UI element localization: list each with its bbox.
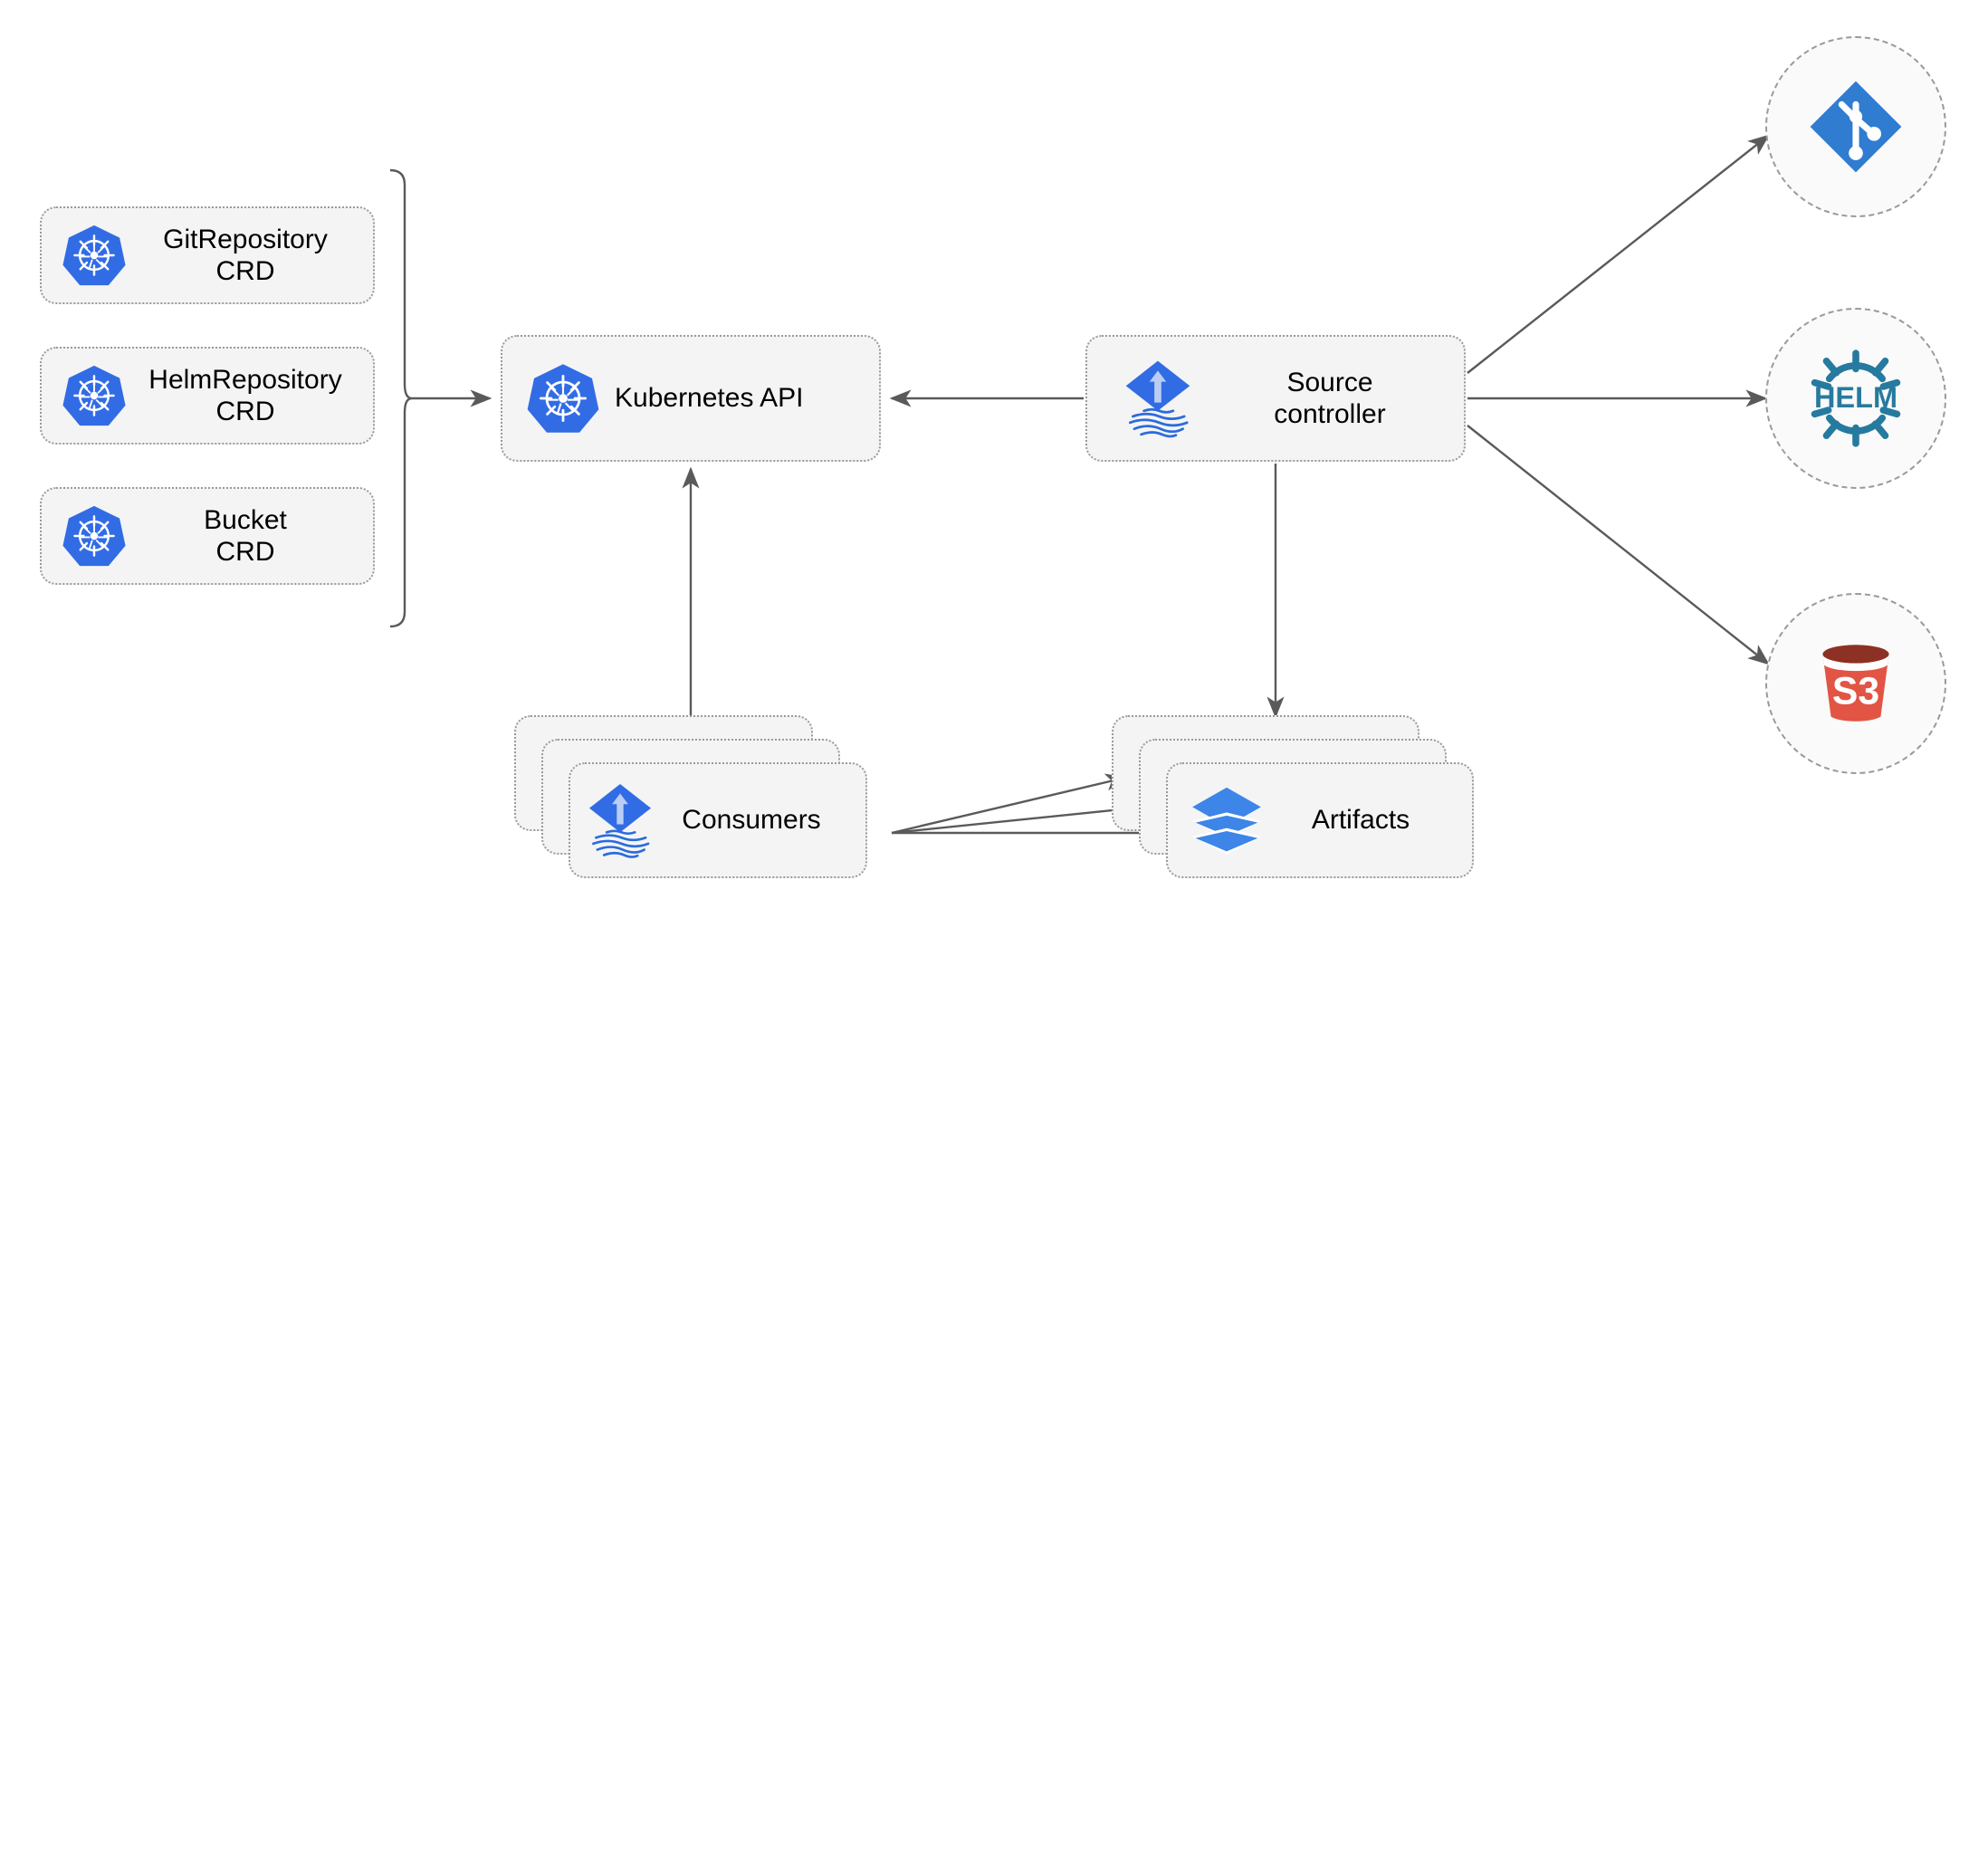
s3-bucket-icon: S3 <box>1801 628 1911 739</box>
crd-label: GitRepository CRD <box>163 224 328 286</box>
node-kubernetes-api[interactable]: Kubernetes API <box>501 335 881 462</box>
edge-source-controller-to-git <box>1467 134 1770 374</box>
node-artifacts[interactable]: Artifacts <box>1112 715 1483 878</box>
kubernetes-icon <box>62 363 127 428</box>
source-circle-s3[interactable]: S3 <box>1765 593 1946 774</box>
crd-label: HelmRepository CRD <box>148 364 342 426</box>
layers-icon <box>1188 781 1266 859</box>
crd-box-bucket[interactable]: Bucket CRD <box>40 487 375 585</box>
consumers-sheet-front[interactable]: Consumers <box>569 762 867 878</box>
artifacts-sheet-front[interactable]: Artifacts <box>1166 762 1474 878</box>
kubernetes-icon <box>526 361 600 435</box>
crd-label: Bucket CRD <box>204 504 287 567</box>
edge-consumers-to-artifacts-1 <box>891 773 1128 835</box>
node-consumers[interactable]: Consumers <box>514 715 876 878</box>
helm-label: HELM <box>1814 381 1897 414</box>
connector-layer <box>389 134 1770 842</box>
crd-box-helmrepository[interactable]: HelmRepository CRD <box>40 347 375 445</box>
crd-box-gitrepository[interactable]: GitRepository CRD <box>40 206 375 304</box>
edge-source-controller-to-s3 <box>1467 425 1770 665</box>
git-icon <box>1805 76 1907 177</box>
s3-label: S3 <box>1832 669 1879 713</box>
source-circle-git[interactable] <box>1765 36 1946 217</box>
node-label: Artifacts <box>1311 805 1410 835</box>
kubernetes-icon <box>62 503 127 569</box>
node-label: Kubernetes API <box>615 383 804 414</box>
node-label: Consumers <box>682 805 821 835</box>
node-label: Source controller <box>1274 367 1386 429</box>
helm-icon: HELM <box>1797 340 1915 457</box>
flux-icon <box>1116 357 1199 440</box>
node-source-controller[interactable]: Source controller <box>1085 335 1466 462</box>
flux-icon <box>587 779 654 861</box>
crd-group-bracket <box>389 168 413 628</box>
kubernetes-icon <box>62 223 127 288</box>
source-circle-helm[interactable]: HELM <box>1765 308 1946 489</box>
